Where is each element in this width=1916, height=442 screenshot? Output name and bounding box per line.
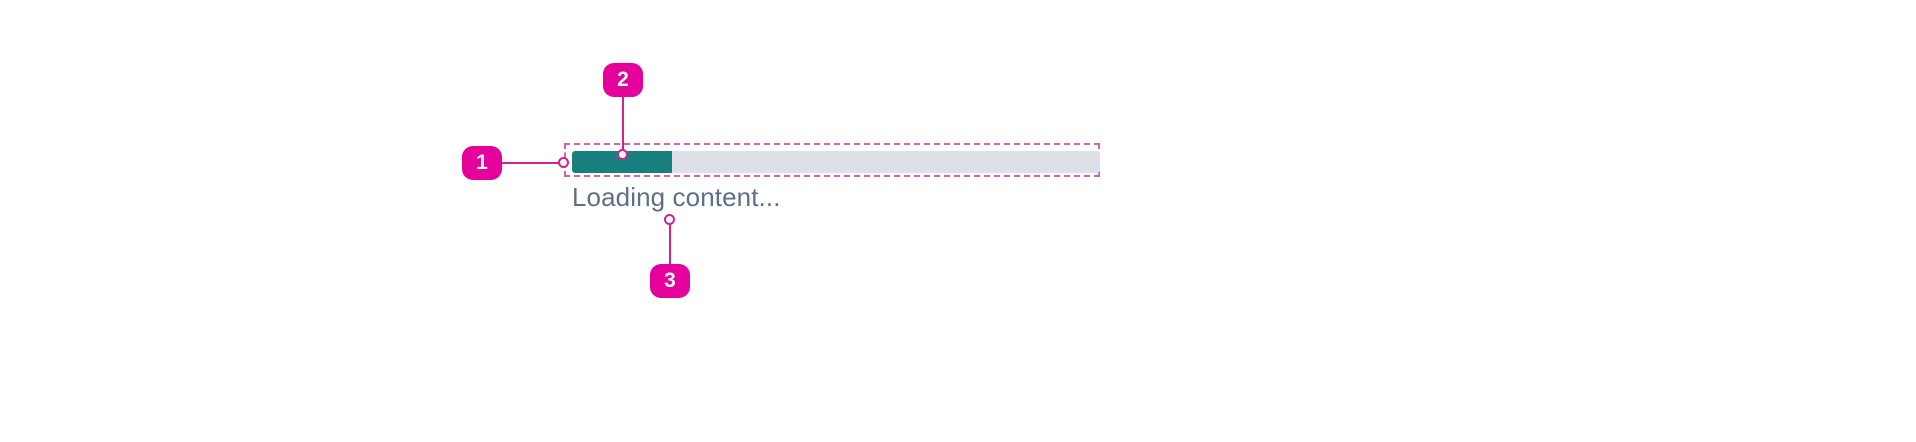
annotation-marker-1[interactable]: 1 xyxy=(462,146,502,180)
annotation-endpoint-2 xyxy=(617,149,628,160)
loading-status-text: Loading content... xyxy=(572,182,781,212)
annotation-endpoint-1 xyxy=(558,157,569,168)
progress-bar-fill xyxy=(572,151,673,173)
annotation-marker-2[interactable]: 2 xyxy=(603,63,643,97)
progress-bar-track[interactable] xyxy=(572,151,1100,173)
annotation-marker-3[interactable]: 3 xyxy=(650,264,690,298)
annotation-connector-2 xyxy=(622,97,624,155)
progress-bar-component: Loading content... xyxy=(572,151,1100,212)
annotation-connector-3 xyxy=(669,220,671,268)
annotation-connector-1 xyxy=(502,162,564,164)
annotation-endpoint-3 xyxy=(664,214,675,225)
